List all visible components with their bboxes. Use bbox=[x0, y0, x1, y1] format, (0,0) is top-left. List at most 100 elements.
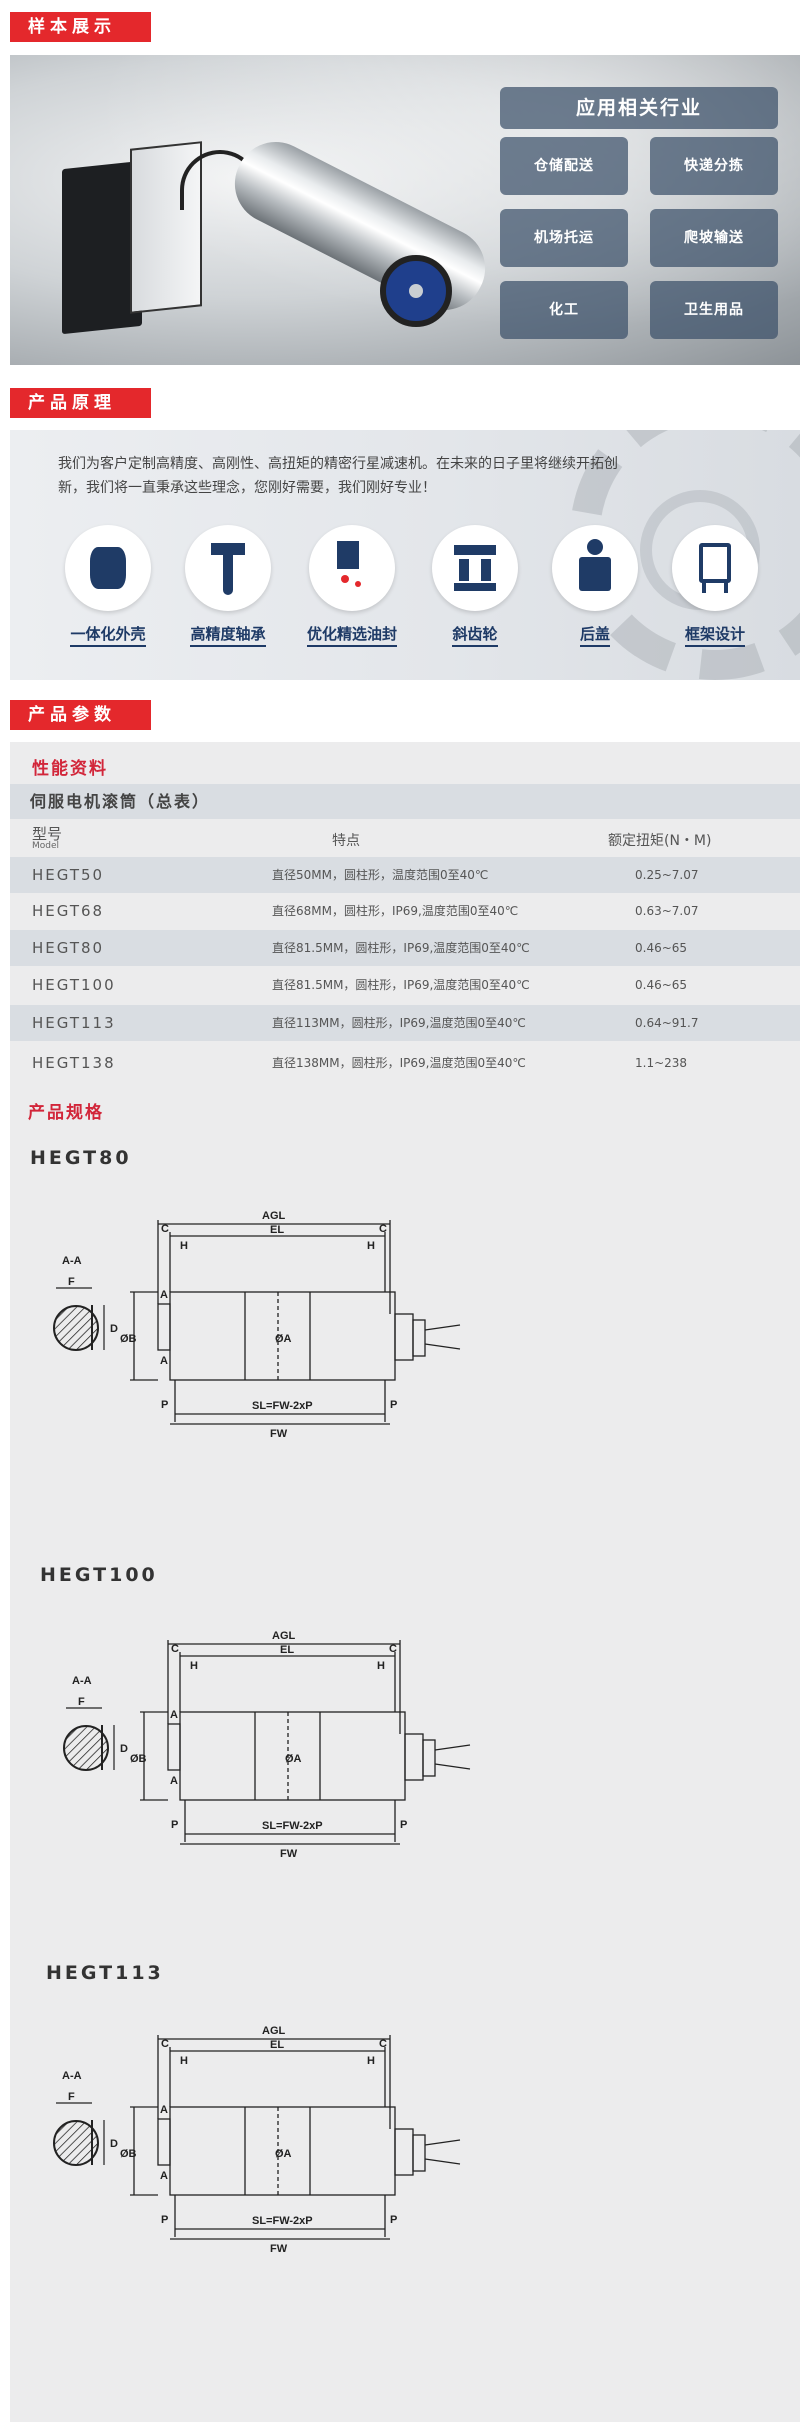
label-ob: ØB bbox=[120, 2148, 137, 2160]
dimension-drawing: A-A F D AGL EL C C H H ØB ØA A A SL=FW-2… bbox=[30, 1192, 700, 1512]
sample-banner: 应用相关行业 仓储配送 快递分拣 机场托运 爬坡输送 化工 卫生用品 bbox=[10, 55, 800, 365]
label-agl: AGL bbox=[262, 2025, 286, 2037]
feature-label: 框架设计 bbox=[684, 623, 745, 647]
label-ob: ØB bbox=[120, 1333, 137, 1345]
label-p: P bbox=[390, 1399, 397, 1411]
section-view bbox=[63, 1707, 115, 1771]
label-h: H bbox=[180, 2055, 188, 2067]
label-c: C bbox=[161, 1223, 169, 1235]
feature-label: 一体化外壳 bbox=[70, 623, 146, 647]
label-f: F bbox=[78, 1696, 85, 1708]
principle-panel: 我们为客户定制高精度、高刚性、高扭矩的精密行星减速机。在未来的日子里将继续开拓创… bbox=[10, 430, 800, 680]
feature-label: 优化精选油封 bbox=[306, 623, 397, 647]
feature-item: 一体化外壳 bbox=[53, 525, 163, 647]
back-cover-icon bbox=[552, 525, 638, 611]
label-sl: SL=FW-2xP bbox=[262, 1820, 323, 1832]
label-aa: A-A bbox=[62, 1255, 82, 1267]
row-feature: 直径68MM，圆柱形，IP69,温度范围0至40℃ bbox=[272, 904, 519, 918]
feature-item: 斜齿轮 bbox=[420, 525, 530, 647]
row-torque: 0.64~91.7 bbox=[635, 1016, 699, 1030]
label-h: H bbox=[190, 1660, 198, 1672]
label-p: P bbox=[161, 2214, 168, 2226]
roller-outline bbox=[140, 1640, 471, 1845]
principle-text: 我们为客户定制高精度、高刚性、高扭矩的精密行星减速机。在未来的日子里将继续开拓创… bbox=[58, 456, 618, 496]
row-model: HEGT138 bbox=[32, 1054, 116, 1072]
industry-item: 快递分拣 bbox=[650, 137, 778, 195]
row-feature: 直径81.5MM，圆柱形，IP69,温度范围0至40℃ bbox=[272, 941, 530, 955]
section-title-principle: 产品原理 bbox=[10, 388, 151, 418]
table-header: 型号 Model 特点 额定扭矩(N・M) bbox=[10, 820, 800, 856]
row-model: HEGT50 bbox=[32, 866, 105, 884]
helical-gear-icon bbox=[432, 525, 518, 611]
industry-item: 仓储配送 bbox=[500, 137, 628, 195]
label-oa: ØA bbox=[275, 1333, 292, 1345]
label-el: EL bbox=[280, 1644, 294, 1656]
label-agl: AGL bbox=[272, 1630, 296, 1642]
industry-panel: 应用相关行业 仓储配送 快递分拣 机场托运 爬坡输送 化工 卫生用品 bbox=[500, 87, 778, 349]
spec-title: 产品规格 bbox=[28, 1103, 104, 1123]
feature-label: 高精度轴承 bbox=[190, 623, 266, 647]
section-title-params: 产品参数 bbox=[10, 700, 151, 730]
dimension-drawing: A-A F D AGL EL C C H H ØB ØA A A SL=FW-2… bbox=[30, 2007, 700, 2327]
label-ob: ØB bbox=[130, 1753, 147, 1765]
label-sl: SL=FW-2xP bbox=[252, 2215, 313, 2227]
label-d: D bbox=[120, 1743, 128, 1755]
label-sl: SL=FW-2xP bbox=[252, 1400, 313, 1412]
label-c: C bbox=[161, 2038, 169, 2050]
label-p: P bbox=[171, 1819, 178, 1831]
drawing-title: HEGT113 bbox=[46, 1962, 164, 1984]
roller-outline bbox=[130, 2035, 461, 2240]
row-torque: 0.46~65 bbox=[635, 941, 688, 955]
industry-title: 应用相关行业 bbox=[500, 87, 778, 129]
label-c: C bbox=[379, 2038, 387, 2050]
label-a: A bbox=[160, 1289, 168, 1301]
row-torque: 0.63~7.07 bbox=[635, 904, 699, 918]
row-torque: 0.46~65 bbox=[635, 978, 688, 992]
bearing-icon bbox=[185, 525, 271, 611]
label-c: C bbox=[379, 1223, 387, 1235]
label-el: EL bbox=[270, 2039, 284, 2051]
label-a: A bbox=[160, 2104, 168, 2116]
label-d: D bbox=[110, 1323, 118, 1335]
table-row: HEGT80 直径81.5MM，圆柱形，IP69,温度范围0至40℃ 0.46~… bbox=[10, 930, 800, 966]
label-oa: ØA bbox=[275, 2148, 292, 2160]
industry-item: 卫生用品 bbox=[650, 281, 778, 339]
oil-seal-icon bbox=[309, 525, 395, 611]
label-c: C bbox=[171, 1643, 179, 1655]
performance-title: 性能资料 bbox=[32, 759, 108, 779]
label-p: P bbox=[390, 2214, 397, 2226]
label-h: H bbox=[377, 1660, 385, 1672]
label-c: C bbox=[389, 1643, 397, 1655]
label-agl: AGL bbox=[262, 1210, 286, 1222]
label-fw: FW bbox=[280, 1848, 298, 1860]
label-p: P bbox=[161, 1399, 168, 1411]
row-torque: 0.25~7.07 bbox=[635, 868, 699, 882]
label-h: H bbox=[367, 2055, 375, 2067]
feature-item: 后盖 bbox=[540, 525, 650, 647]
row-model: HEGT68 bbox=[32, 902, 105, 920]
feature-item: 优化精选油封 bbox=[297, 525, 407, 647]
row-feature: 直径50MM，圆柱形，温度范围0至40℃ bbox=[272, 868, 489, 882]
label-aa: A-A bbox=[72, 1675, 92, 1687]
label-f: F bbox=[68, 2091, 75, 2103]
roller-outline bbox=[130, 1220, 461, 1425]
feature-item: 高精度轴承 bbox=[173, 525, 283, 647]
drawing-title: HEGT80 bbox=[30, 1147, 132, 1169]
housing-icon bbox=[65, 525, 151, 611]
row-model: HEGT100 bbox=[32, 976, 116, 994]
frame-icon bbox=[672, 525, 758, 611]
label-oa: ØA bbox=[285, 1753, 302, 1765]
row-model: HEGT80 bbox=[32, 939, 105, 957]
roller-endcap bbox=[380, 255, 452, 327]
header-model: 型号 bbox=[32, 825, 63, 843]
table-row: HEGT50 直径50MM，圆柱形，温度范围0至40℃ 0.25~7.07 bbox=[10, 857, 800, 893]
dimension-drawing: A-A F D AGL EL C C H H ØB ØA A A SL=FW-2… bbox=[40, 1612, 710, 1932]
industry-item: 化工 bbox=[500, 281, 628, 339]
row-feature: 直径113MM，圆柱形，IP69,温度范围0至40℃ bbox=[272, 1016, 526, 1030]
feature-label: 后盖 bbox=[579, 623, 610, 647]
row-torque: 1.1~238 bbox=[635, 1056, 688, 1070]
table-row: HEGT100 直径81.5MM，圆柱形，IP69,温度范围0至40℃ 0.46… bbox=[10, 967, 800, 1003]
label-h: H bbox=[367, 1240, 375, 1252]
label-el: EL bbox=[270, 1224, 284, 1236]
label-a: A bbox=[170, 1775, 178, 1787]
